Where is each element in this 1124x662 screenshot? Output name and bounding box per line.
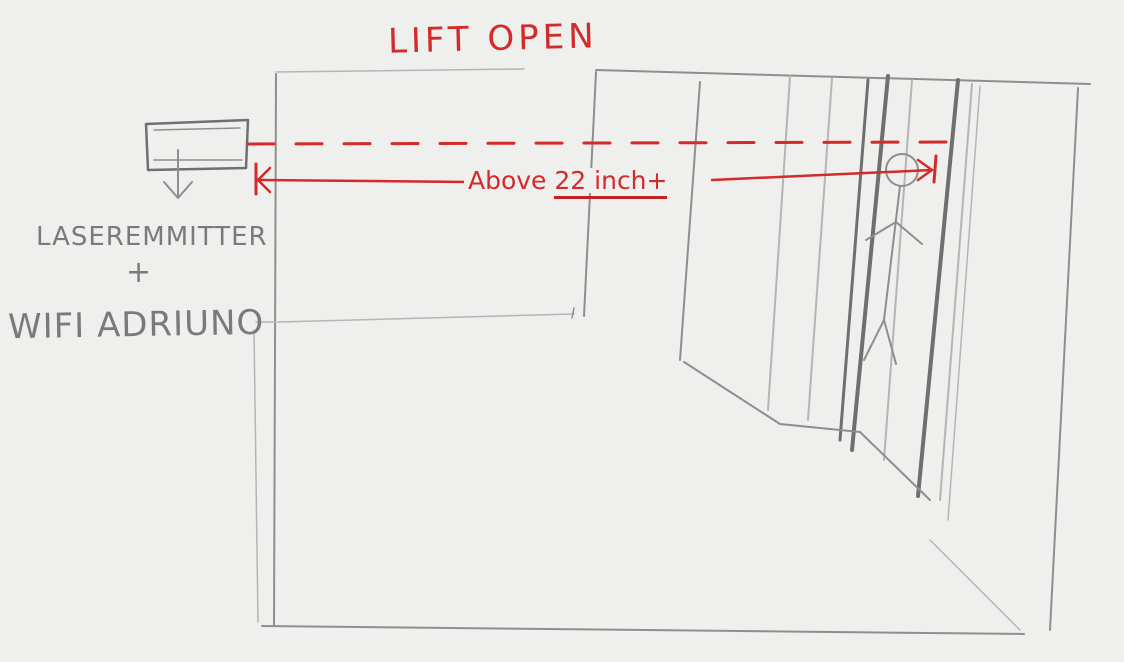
device-label-wifi-arduino: WIFI ADRIUNO bbox=[8, 306, 265, 344]
laser-beam bbox=[248, 142, 946, 144]
lift-frame bbox=[254, 69, 1090, 634]
device-label-plus: + bbox=[126, 258, 151, 288]
measurement-value: 22 inch+ bbox=[554, 166, 667, 199]
lift-doors bbox=[680, 76, 1020, 630]
measurement-label: Above 22 inch+ bbox=[464, 168, 671, 193]
laser-emitter-box bbox=[146, 120, 248, 198]
device-label-laser-emitter: LASEREMMITTER bbox=[36, 224, 268, 250]
wall-panel bbox=[278, 72, 596, 322]
title-lift-open: LIFT OPEN bbox=[388, 19, 599, 58]
measurement-prefix: Above bbox=[468, 166, 554, 195]
